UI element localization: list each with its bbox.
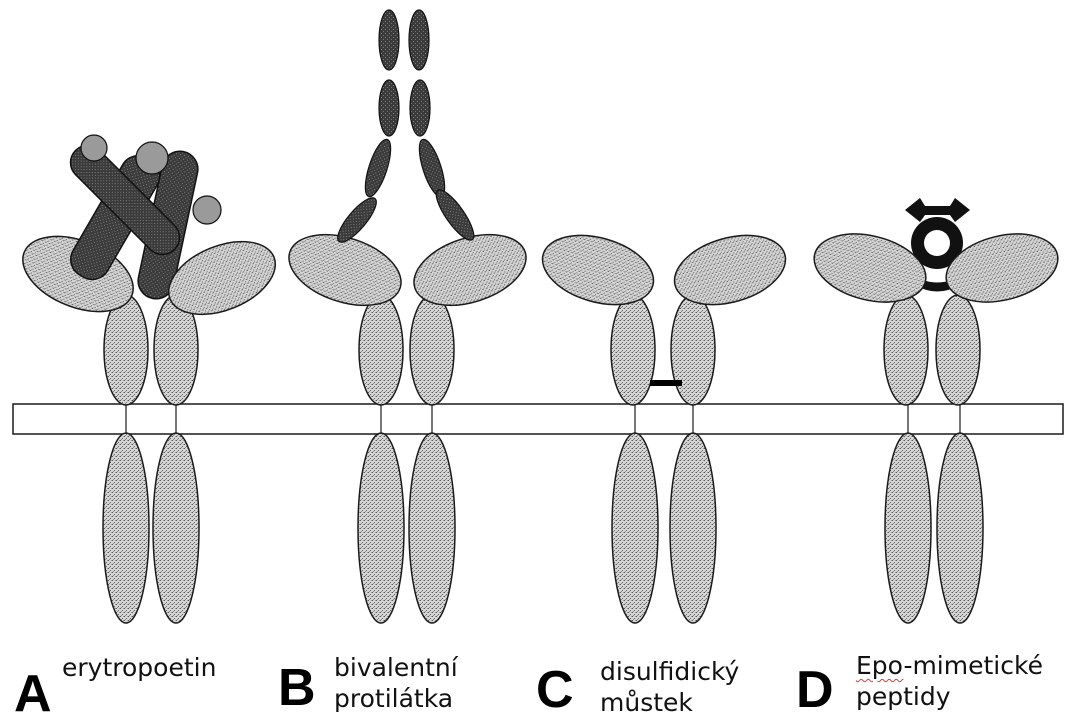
receptor-domain — [671, 295, 715, 405]
receptor-domain — [885, 433, 931, 623]
panel-caption-d: Epo-mimetické peptidy — [856, 650, 1043, 713]
receptor-domain — [409, 433, 455, 623]
receptor-domain — [104, 295, 148, 405]
panel-letter-b: B — [278, 662, 316, 714]
panel-letter-c: C — [536, 664, 574, 716]
receptor-domain — [937, 433, 983, 623]
panel-caption-c: disulfidický můstek — [600, 656, 739, 719]
receptor-domain — [358, 433, 404, 623]
caption-line: erytropoetin — [62, 652, 216, 683]
panel-caption-a: erytropoetin — [62, 652, 216, 683]
receptor-domain — [884, 295, 928, 405]
caption-line: bivalentní — [334, 652, 458, 683]
panel-letter-a: A — [14, 668, 52, 720]
receptor-domain — [936, 295, 980, 405]
receptor-domain — [153, 433, 199, 623]
receptor-domain — [611, 295, 655, 405]
panel-caption-b: bivalentní protilátka — [334, 652, 458, 715]
antibody-y-shape-icon — [332, 10, 479, 247]
caption-line: Epo-mimetické — [856, 650, 1043, 681]
caption-line: disulfidický — [600, 656, 739, 687]
disulfide-bond-bar-icon — [650, 380, 682, 386]
panel-b-receptor — [280, 10, 535, 623]
panel-a-receptor — [12, 135, 286, 623]
caption-mimetic-word: -mimetické — [903, 651, 1043, 680]
receptor-domain — [103, 433, 149, 623]
caption-line: můstek — [600, 687, 739, 718]
caption-line: protilátka — [334, 683, 458, 714]
caption-line: peptidy — [856, 681, 1043, 712]
receptor-domain — [612, 433, 658, 623]
cell-membrane — [13, 404, 1063, 434]
caption-epo-word: Epo — [856, 651, 903, 680]
receptor-domain — [359, 295, 403, 405]
panel-letter-d: D — [796, 664, 834, 716]
receptor-domain — [410, 295, 454, 405]
receptor-domain — [670, 433, 716, 623]
